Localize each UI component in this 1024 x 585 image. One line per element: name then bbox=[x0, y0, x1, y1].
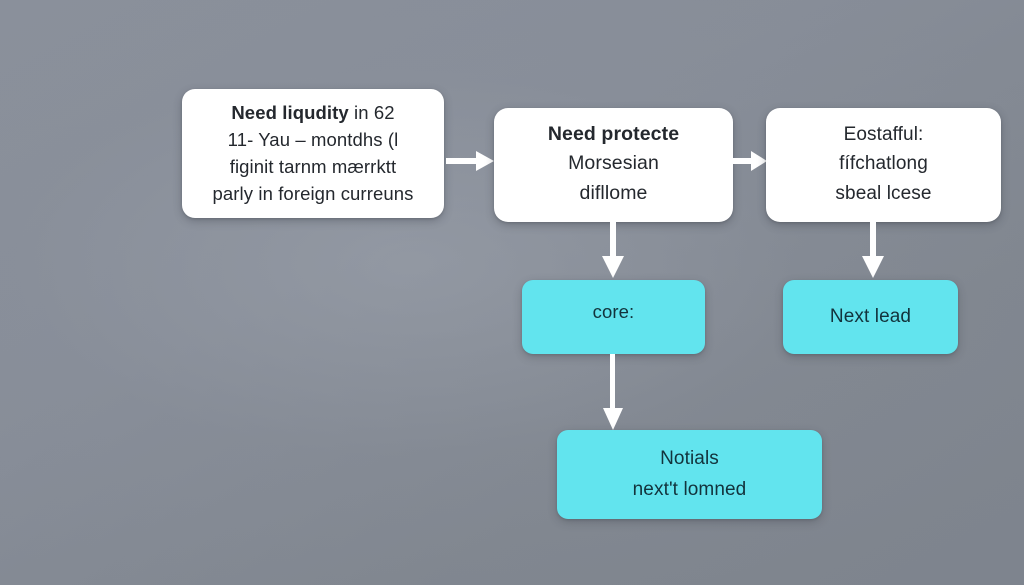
connector-liquidity-to-protection bbox=[446, 145, 496, 177]
connector-protection-to-core bbox=[597, 222, 629, 280]
node-notials-line-1: Notials bbox=[660, 448, 719, 470]
node-establish-relationship[interactable]: Eostafful: fífchatlong sbeal lcese bbox=[766, 108, 1001, 222]
node-liquidity-line-4: parly in foreign curreuns bbox=[212, 182, 414, 204]
arrow-right-icon bbox=[733, 151, 767, 171]
arrow-right-icon bbox=[446, 151, 494, 171]
node-liquidity-line-2: 11- Yau – montdhs (l bbox=[227, 128, 399, 150]
node-protection-line-2: Morsesian bbox=[568, 152, 659, 175]
node-liquidity-line-1-bold: Need liqudity bbox=[231, 101, 349, 123]
arrow-down-icon bbox=[602, 222, 624, 278]
node-protection-line-3: difllome bbox=[579, 181, 648, 204]
connector-protection-to-establish bbox=[733, 145, 769, 177]
node-core[interactable]: core: bbox=[522, 280, 705, 354]
connector-establish-to-nextlead bbox=[857, 222, 889, 280]
connector-core-to-notials bbox=[600, 354, 626, 432]
arrow-down-icon bbox=[862, 222, 884, 278]
node-liquidity-line-1-rest: in 62 bbox=[348, 101, 395, 123]
node-protection-line-1: Need protecte bbox=[547, 123, 680, 146]
node-nextlead-line-1: Next lead bbox=[829, 305, 912, 327]
node-notials-line-2: next't lomned bbox=[632, 478, 747, 500]
node-establish-line-3: sbeal lcese bbox=[835, 182, 932, 204]
node-liquidity-line-1: Need liqudity in 62 bbox=[231, 99, 394, 126]
node-need-protection[interactable]: Need protecte Morsesian difllome bbox=[494, 108, 733, 222]
node-liquidity-line-3: figinit tarnm mærrktt bbox=[229, 155, 397, 177]
node-notials[interactable]: Notials next't lomned bbox=[557, 430, 822, 519]
node-establish-line-1: Eostafful: bbox=[843, 123, 924, 145]
node-establish-line-2: fífchatlong bbox=[839, 153, 928, 175]
arrow-down-icon bbox=[603, 354, 623, 430]
node-core-line-1: core: bbox=[592, 301, 635, 322]
node-next-lead[interactable]: Next lead bbox=[783, 280, 958, 354]
node-need-liquidity[interactable]: Need liqudity in 62 11- Yau – montdhs (l… bbox=[182, 89, 444, 218]
